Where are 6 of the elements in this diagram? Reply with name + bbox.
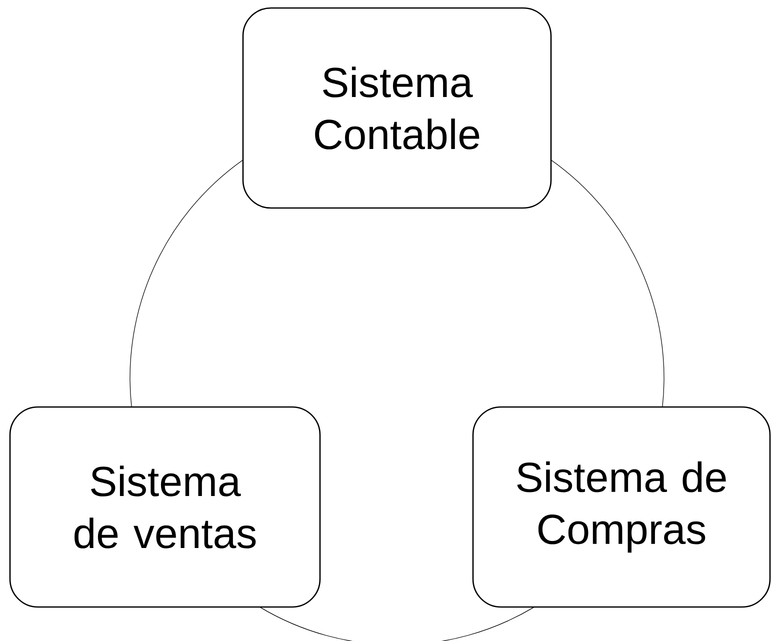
connector-arc (550, 160, 664, 408)
system-box: Sistema Contable (242, 7, 552, 209)
connector-arc (260, 606, 534, 641)
connector-arc (130, 160, 244, 408)
system-box: Sistema de Compras (472, 406, 771, 608)
system-box: Sistema de ventas (9, 406, 321, 608)
